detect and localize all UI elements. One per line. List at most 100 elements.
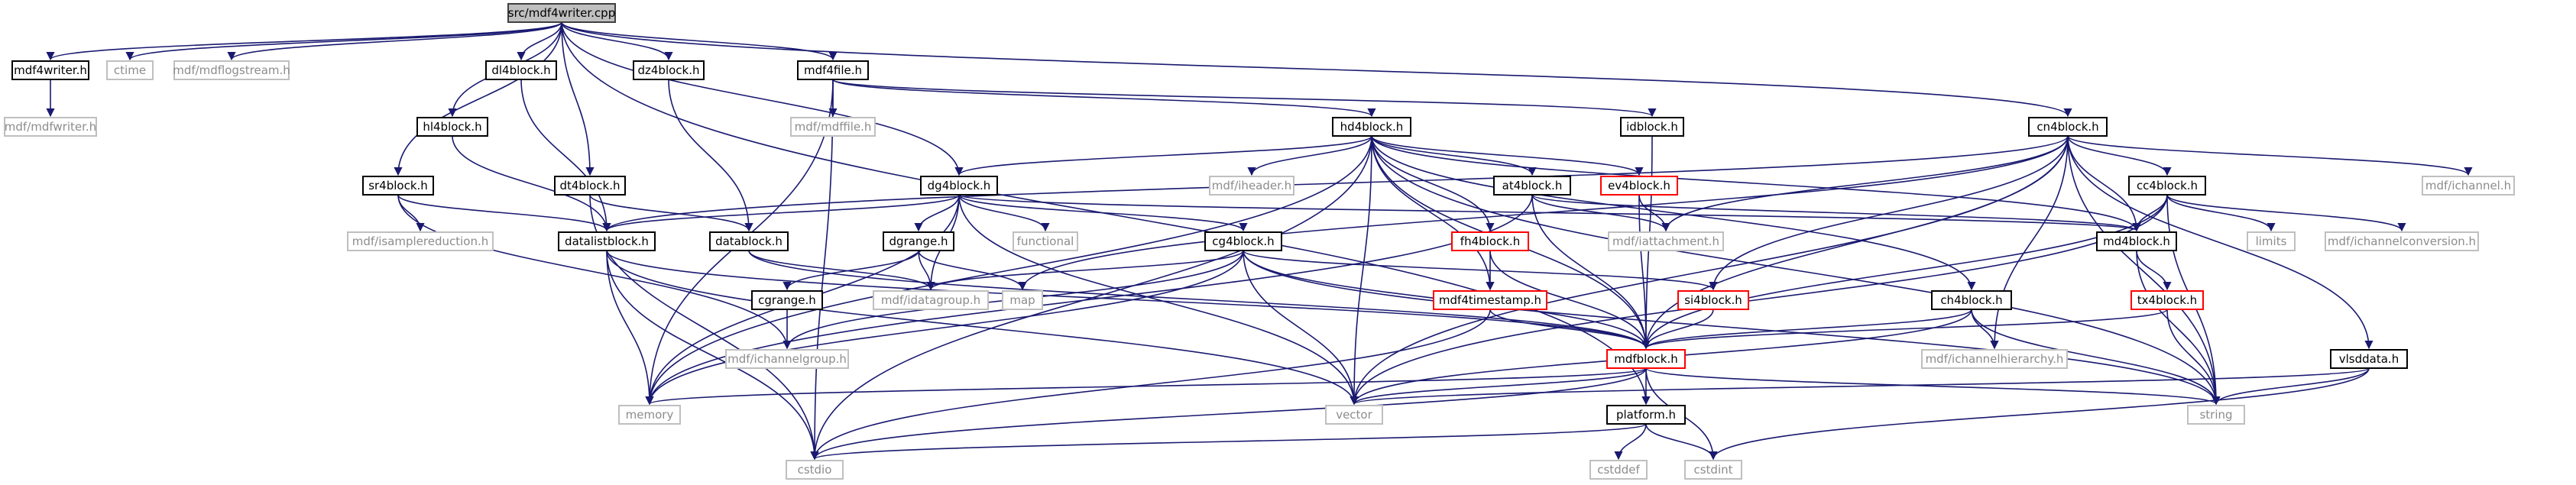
- node-mdf4writer-h[interactable]: mdf4writer.h: [11, 60, 89, 80]
- edge-dgrange_h-to-map: [918, 250, 1027, 291]
- edge-root-to-dl4block_h: [517, 21, 562, 61]
- node-ctime: ctime: [106, 60, 154, 80]
- node-idblock-h[interactable]: idblock.h: [1620, 117, 1684, 137]
- node-dg4block-h[interactable]: dg4block.h: [920, 176, 998, 196]
- node-cgrange-h[interactable]: cgrange.h: [751, 290, 823, 310]
- node-tx4block-h[interactable]: tx4block.h: [2130, 290, 2204, 310]
- node-box: [1209, 176, 1294, 196]
- edge-hd4block_h-to-ev4block_h: [1371, 135, 1644, 176]
- node-platform-h[interactable]: platform.h: [1606, 405, 1686, 425]
- edge-mdfblock_h-to-cstdio: [810, 367, 1647, 461]
- node-box: [797, 60, 869, 80]
- node-si4block-h[interactable]: si4block.h: [1677, 290, 1749, 310]
- node-vlsddata-h[interactable]: vlsddata.h: [2330, 349, 2408, 369]
- node-dl4block-h[interactable]: dl4block.h: [485, 60, 557, 80]
- node-label: mdf/mdfwriter.h: [5, 120, 96, 134]
- node-mdfblock-h[interactable]: mdfblock.h: [1606, 349, 1686, 369]
- node-hd4block-h[interactable]: hd4block.h: [1332, 117, 1411, 137]
- node-box: [2028, 117, 2108, 137]
- node-dt4block-h[interactable]: dt4block.h: [554, 176, 626, 196]
- node-cc4block-h[interactable]: cc4block.h: [2128, 176, 2206, 196]
- node-box: [790, 117, 876, 137]
- node-cg4block-h[interactable]: cg4block.h: [1204, 231, 1282, 251]
- edge-ch4block_h-to-string: [1971, 309, 2221, 406]
- edge-hd4block_h-to-mdf_iheader_h: [1247, 135, 1372, 176]
- node-ch4block-h[interactable]: ch4block.h: [1931, 290, 2012, 310]
- node-box: [507, 3, 616, 23]
- edge-mdf4timestamp_h-to-mdfblock_h: [1489, 309, 1651, 350]
- edge-datalistblock_h-to-memory: [606, 250, 654, 406]
- node-box: [1325, 405, 1383, 425]
- node-dz4block-h[interactable]: dz4block.h: [633, 60, 705, 80]
- node-box: [1451, 231, 1529, 251]
- node-box: [920, 176, 998, 196]
- edge-platform_h-to-cstdint: [1645, 423, 1718, 461]
- node-box: [725, 349, 849, 369]
- node-datablock-h[interactable]: datablock.h: [709, 231, 789, 251]
- edge-mdfblock_h-to-memory: [645, 367, 1647, 406]
- node-label: cstdio: [798, 463, 832, 477]
- node-label: mdf/mdflogstream.h: [173, 63, 290, 77]
- edge-mdf4file_h-to-cstdio: [810, 79, 834, 461]
- edge-mdfblock_h-to-string: [1645, 367, 2221, 406]
- node-box: [347, 231, 494, 251]
- node-label: limits: [2256, 234, 2287, 248]
- edge-tx4block_h-to-mdfblock_h: [1641, 309, 2168, 350]
- node-box: [2128, 176, 2206, 196]
- node-ev4block-h[interactable]: ev4block.h: [1600, 176, 1678, 196]
- node-at4block-h[interactable]: at4block.h: [1493, 176, 1571, 196]
- edge-dl4block_h-to-datalistblock_h: [520, 79, 611, 232]
- node-box: [1606, 349, 1686, 369]
- node-cstdio: cstdio: [786, 460, 844, 480]
- edge-sr4block_h-to-mdf_ichannelgroup_h: [397, 194, 792, 350]
- edge-at4block_h-to-mdf_iattachment_h: [1531, 194, 1670, 232]
- edge-dg4block_h-to-functional: [958, 194, 1050, 232]
- node-box: [2422, 176, 2515, 196]
- node-label: mdf/idatagroup.h: [881, 293, 980, 307]
- node-label: datalistblock.h: [565, 234, 649, 248]
- edge-mdf4file_h-to-idblock_h: [832, 79, 1657, 118]
- node-cstddef: cstddef: [1589, 460, 1648, 480]
- edge-root-to-dt4block_h: [561, 21, 595, 176]
- node-label: cstddef: [1597, 463, 1640, 477]
- node-mdffile-h: mdf/mdffile.h: [790, 117, 876, 137]
- node-mdf4timestamp-h[interactable]: mdf4timestamp.h: [1433, 290, 1547, 310]
- node-label: mdf4timestamp.h: [1439, 293, 1541, 307]
- node-hl4block-h[interactable]: hl4block.h: [416, 117, 488, 137]
- node-label: sr4block.h: [368, 179, 428, 192]
- edge-root-to-mdflogstream_h: [227, 21, 562, 61]
- node-label: dz4block.h: [637, 63, 699, 77]
- edge-fh4block_h-to-mdfblock_h: [1489, 250, 1651, 350]
- node-mdf-ichannelhierarchy-h: mdf/ichannelhierarchy.h: [1921, 349, 2068, 369]
- node-box: [11, 60, 89, 80]
- node-box: [106, 60, 154, 80]
- node-box: [416, 117, 488, 137]
- node-cstdint: cstdint: [1684, 460, 1742, 480]
- edge-md4block_h-to-string: [2136, 250, 2221, 406]
- edge-hd4block_h-to-string: [1371, 135, 2221, 406]
- edge-cg4block_h-to-vector: [1243, 250, 1359, 406]
- node-fh4block-h[interactable]: fh4block.h: [1451, 231, 1529, 251]
- node-label: cn4block.h: [2036, 120, 2098, 134]
- node-box: [2130, 290, 2204, 310]
- node-root[interactable]: src/mdf4writer.cpp: [507, 3, 616, 23]
- node-cn4block-h[interactable]: cn4block.h: [2028, 117, 2108, 137]
- edge-mdfblock_h-to-vector: [1350, 367, 1647, 406]
- node-box: [2247, 231, 2296, 251]
- node-label: memory: [626, 408, 674, 422]
- node-label: mdf/iheader.h: [1212, 179, 1291, 192]
- node-label: ev4block.h: [1608, 179, 1670, 192]
- node-label: at4block.h: [1502, 179, 1563, 192]
- edge-cn4block_h-to-mdf_iattachment_h: [1661, 135, 2069, 232]
- node-sr4block-h[interactable]: sr4block.h: [362, 176, 434, 196]
- node-md4block-h[interactable]: md4block.h: [2096, 231, 2177, 251]
- node-box: [1684, 460, 1742, 480]
- node-label: cg4block.h: [1212, 234, 1274, 248]
- node-box: [485, 60, 557, 80]
- edge-cg4block_h-to-memory: [645, 250, 1244, 406]
- node-dgrange-h[interactable]: dgrange.h: [883, 231, 954, 251]
- edge-ev4block_h-to-mdfblock_h: [1638, 194, 1651, 350]
- node-mdf4file-h[interactable]: mdf4file.h: [797, 60, 869, 80]
- node-datalistblock-h[interactable]: datalistblock.h: [558, 231, 656, 251]
- node-label: tx4block.h: [2137, 293, 2197, 307]
